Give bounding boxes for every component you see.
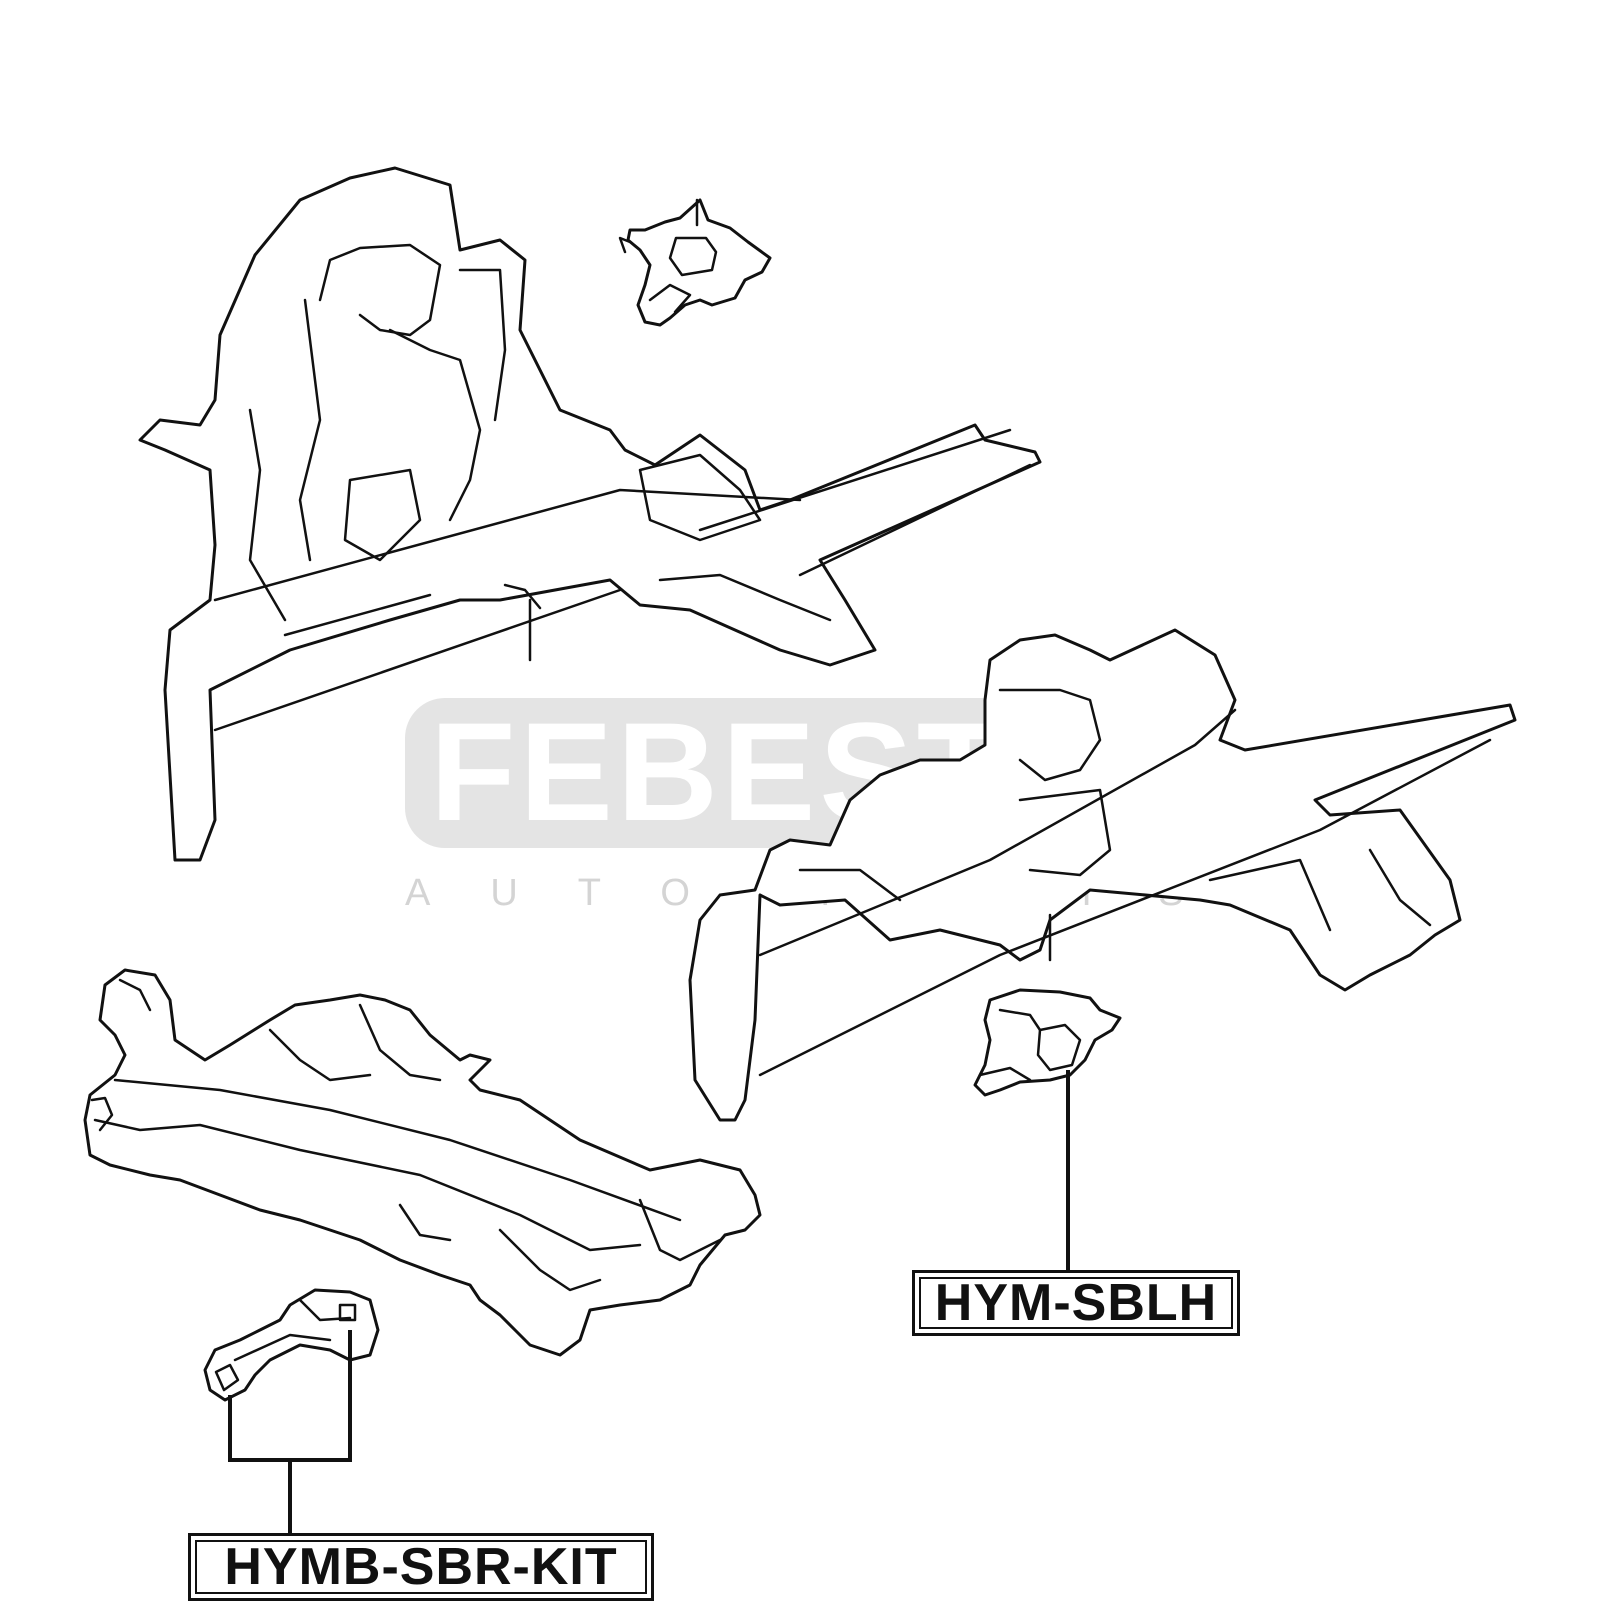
right-side-member [688,628,1517,1122]
part-label-inner: HYM-SBLH [919,1274,1233,1332]
front-subframe [83,968,762,1357]
rear-mount-kit-part [203,1288,380,1402]
left-side-member [138,166,1042,862]
part-label-hym-sblh: HYM-SBLH [912,1270,1240,1336]
leader-lines [228,1070,1070,1535]
leader-rear-mount-kit [228,1330,352,1535]
part-label-inner: HYMB-SBR-KIT [195,1538,647,1596]
part-number-hymb-sbr-kit: HYMB-SBR-KIT [224,1538,618,1596]
upper-engine-mount [618,198,772,327]
part-number-hym-sblh: HYM-SBLH [934,1274,1218,1332]
left-mount-part [973,988,1122,1097]
part-label-hymb-sbr-kit: HYMB-SBR-KIT [188,1533,654,1601]
